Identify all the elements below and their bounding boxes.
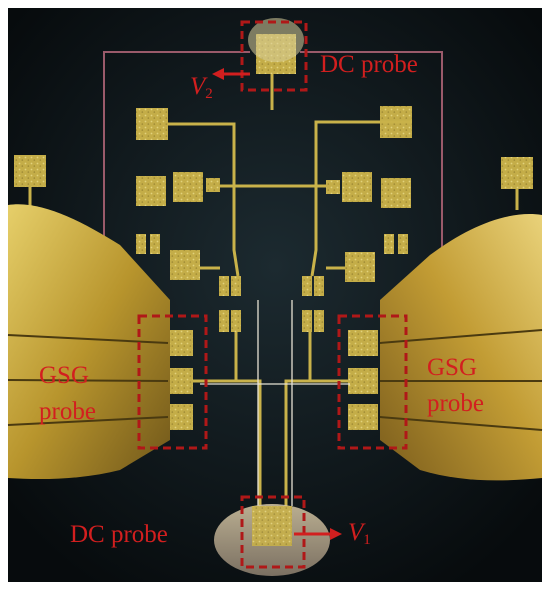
pad-r5	[345, 252, 375, 282]
pad-array	[14, 34, 533, 546]
gsg-right-pad-g2	[348, 404, 378, 430]
left-gsg-probe	[8, 204, 170, 480]
v1-subscript: 1	[363, 532, 371, 548]
arrow-left-icon	[212, 68, 250, 80]
v2-label: V2	[190, 74, 213, 107]
pad-r3	[381, 178, 411, 208]
dashed-box-icon	[137, 20, 408, 569]
pad-l3	[173, 172, 203, 202]
v1-symbol: V	[348, 519, 364, 546]
top-dc-probe-needle	[248, 18, 304, 62]
left-probe-tips	[7, 334, 169, 426]
gsg-left-label-line2: probe	[39, 398, 96, 425]
right-gsg-probe	[380, 214, 542, 481]
pad-r2	[342, 172, 372, 202]
dc-probe-top-label: DC probe	[320, 51, 418, 78]
pad-far-right	[501, 157, 533, 189]
bias-line-outer	[103, 51, 443, 265]
v2-symbol: V	[190, 73, 206, 100]
gsg-left-label-line1: GSG	[39, 362, 90, 389]
thin-lines	[200, 300, 350, 506]
gsg-right-pad-s	[348, 368, 378, 394]
v2-subscript: 2	[205, 86, 213, 102]
right-gsg-dashed-box	[337, 314, 408, 450]
arrow-right-icon	[294, 528, 342, 540]
gsg-right-pad-g1	[348, 330, 378, 356]
left-gsg-dashed-box	[137, 314, 208, 450]
pad-far-left	[14, 155, 46, 187]
pad-l4	[206, 178, 220, 192]
gsg-right-label-line1: GSG	[427, 354, 478, 381]
pad-l1	[136, 108, 168, 140]
v1-label: V1	[348, 520, 371, 553]
dc-probe-bottom-label: DC probe	[70, 521, 168, 548]
signal-traces	[28, 74, 519, 506]
bottom-dc-dashed-box	[240, 495, 306, 569]
gsg-right-label-line2: probe	[427, 390, 484, 417]
pad-r4	[326, 180, 340, 194]
top-dc-dashed-box	[240, 20, 308, 92]
pad-l5	[170, 250, 200, 280]
pad-l2	[136, 176, 166, 206]
